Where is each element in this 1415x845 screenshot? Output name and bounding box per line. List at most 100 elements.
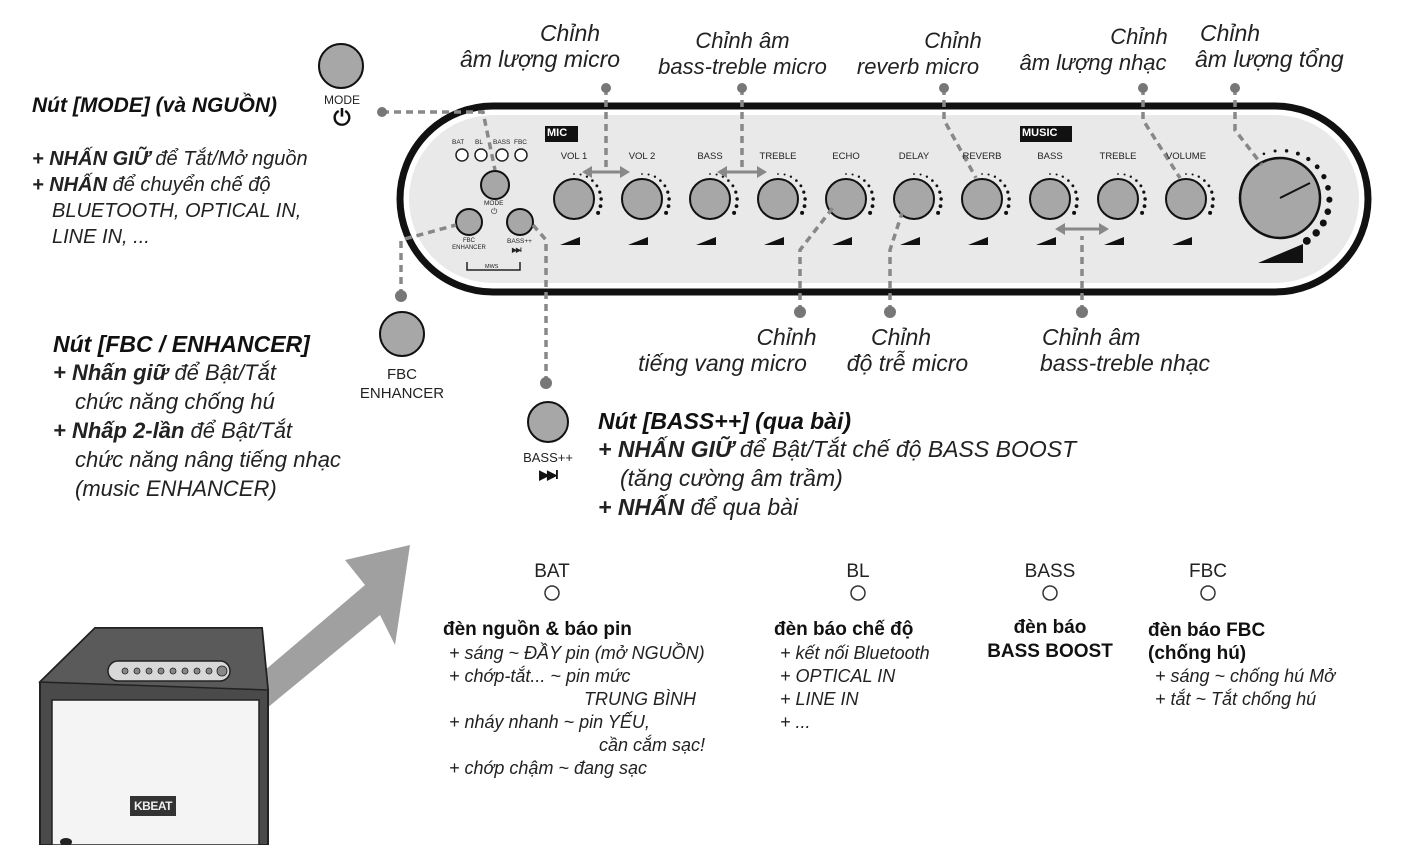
panel-mws-label: MWS [485,264,499,270]
knob-scale-dot [938,204,943,208]
knob-scale-dot [585,175,589,178]
knob-scale-dot [1072,210,1077,215]
knob-level-ramp [1104,237,1124,245]
led-bl-title: đèn báo chế độ [774,619,914,640]
panel-knob[interactable] [757,173,807,245]
knob-scale-dot [732,210,737,215]
bass-title: Nút [BASS++] (qua bài) [598,408,852,434]
knob-scale-dot [1142,204,1147,208]
master-scale-dot [1302,236,1311,245]
master-scale-dot [1321,173,1327,180]
leader-endpoints [377,83,1240,389]
panel-led-label-bass: BASS [493,139,511,146]
panel-knob[interactable] [1165,173,1215,245]
fbc-enhancer-button[interactable] [379,311,425,357]
panel-bass-button[interactable] [506,208,534,236]
description-line: + NHẤN để qua bài [598,493,1076,522]
knob-scale-dot [666,204,671,208]
panel-knob[interactable] [553,173,603,245]
knob-scale-dot [935,184,939,188]
panel-fbc-button[interactable] [455,208,483,236]
speaker-brand: KBEAT [134,799,172,813]
knob-scale-dot [715,173,718,176]
led-description-line: + LINE IN [780,689,859,709]
bass-boost-button[interactable] [527,401,569,443]
led-description-line: + sáng ~ ĐẦY pin (mở NGUỒN) [449,643,705,663]
knob-scale-dot [653,175,657,178]
knob-scale-dot [1210,190,1214,194]
knob-row [553,173,1215,245]
fbc-title: Nút [FBC / ENHANCER] [53,331,310,357]
mic-badge [545,126,578,142]
panel-knob[interactable] [825,173,875,245]
master-scale-dot [1325,184,1331,191]
panel-mode-button[interactable] [480,170,510,200]
knob-scale-dot [735,197,739,201]
leader-echo [798,203,837,312]
led-description-line: + kết nối Bluetooth [780,643,930,663]
knob-scale-dot [999,179,1002,182]
knob-scale-dot [863,179,866,182]
mode-power-button[interactable] [318,43,364,89]
panel-led-fbc [514,148,528,162]
led-description-line: + chớp chậm ~ đang sạc [449,758,647,778]
leader-reverb [942,88,978,179]
panel-knob[interactable] [1029,173,1079,245]
description-line: + NHẤN để chuyển chế độ [32,172,308,198]
knob-scale-dot [913,173,915,175]
description-text: (tăng cường âm trầm) [620,465,843,491]
master-volume-knob[interactable] [1238,149,1333,263]
panel-knob[interactable] [893,173,943,245]
knob-scale-dot [795,179,798,182]
knob-label: VOLUME [1165,151,1207,162]
description-text: để chuyển chế độ [107,174,271,196]
knob-scale-dot [1140,210,1145,215]
panel-led-bat [455,148,469,162]
knob-scale-dot [1139,184,1143,188]
leader-mode [382,110,497,171]
knob-scale-dot [1142,190,1146,194]
knob-scale-dot [1004,210,1009,215]
knob-scale-dot [857,175,861,178]
knob-scale-dot [709,173,711,175]
master-scale-dot [1312,229,1320,237]
panel-knob[interactable] [1097,173,1147,245]
description-line: + NHẤN GIỮ để Bật/Tắt chế độ BASS BOOST [598,435,1076,464]
panel-knob[interactable] [689,173,739,245]
led-description-line: + OPTICAL IN [780,666,896,686]
knob-scale-dot [868,210,873,215]
led-label-bl: BL [846,561,870,582]
master-volume-ramp [1258,244,1303,263]
led-description-line: + sáng ~ chống hú Mở [1155,666,1335,686]
knob-scale-dot [993,175,997,178]
callout-mic-volume: Chỉnh âm lượng micro [459,20,621,72]
panel-knob[interactable] [621,173,671,245]
mode-title: Nút [MODE] (và NGUỒN) [32,94,277,117]
panel-led-label-fbc: FBC [514,139,527,146]
panel-bass-label: BASS++ [507,238,532,245]
music-badge-label: MUSIC [1022,127,1058,139]
led-description-line: + tắt ~ Tắt chống hú [1155,689,1317,709]
led-bat-description: + sáng ~ ĐẦY pin (mở NGUỒN) + chớp-tắt...… [449,642,705,780]
knob-scale-dot [598,190,602,194]
description-text: chức năng nâng tiếng nhạc [75,447,341,472]
knob-scale-dot [595,184,599,188]
leader-lines [382,88,1264,383]
led-fbc [1200,585,1216,601]
description-text: để Bật/Tắt [168,360,276,385]
knob-scale-dot [1075,197,1079,201]
led-description-line: + chớp-tắt... ~ pin mức [449,666,631,686]
knob-scale-dot [800,210,805,215]
master-scale-dot [1326,196,1333,203]
knob-label: BASS [1037,151,1063,162]
master-scale-dot [1324,208,1332,215]
description-text: để Tắt/Mở nguồn [149,148,308,170]
leader-fbc [399,223,457,296]
knob-scale-dot [925,175,929,178]
knob-scale-dot [919,173,922,176]
knob-scale-dot [1211,197,1215,201]
panel-knob[interactable] [961,173,1011,245]
description-text: (music ENHANCER) [75,476,277,501]
